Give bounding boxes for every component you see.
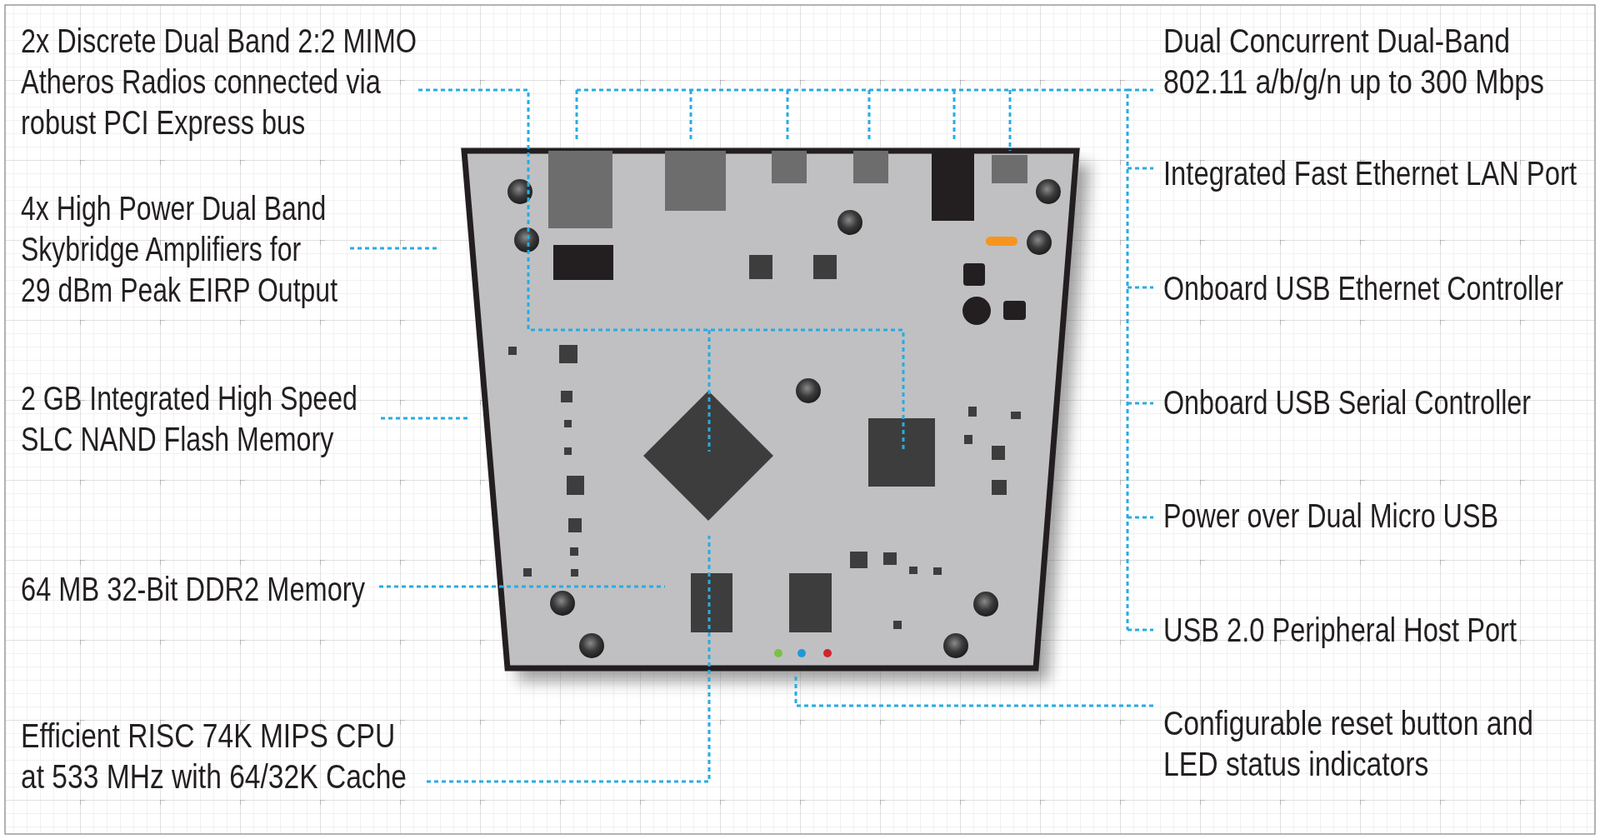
leader-line <box>576 90 1010 151</box>
antenna-connector <box>548 150 613 229</box>
label-line: Power over Dual Micro USB <box>1163 495 1499 537</box>
micro-usb-port <box>853 150 889 184</box>
memory-chip <box>690 573 733 633</box>
usb-host-port <box>931 150 975 221</box>
callout-label: Integrated Fast Ethernet LAN Port <box>1163 153 1577 195</box>
label-line: SLC NAND Flash Memory <box>20 419 334 460</box>
ethernet-port <box>665 150 726 211</box>
callout-label: 64 MB 32-Bit DDR2 Memory <box>20 569 365 610</box>
callout-label: 4x High Power Dual Band Skybridge Amplif… <box>20 188 338 311</box>
chip <box>963 263 985 286</box>
label-line: 2x Discrete Dual Band 2:2 MIMO <box>20 20 417 62</box>
label-line: 2 GB Integrated High Speed <box>20 378 358 420</box>
label-line: 29 dBm Peak EIRP Output <box>20 270 338 311</box>
leader-line <box>426 535 710 782</box>
callout-label: Efficient RISC 74K MIPS CPU at 533 MHz w… <box>20 715 407 798</box>
label-line: Skybridge Amplifiers for <box>20 229 301 270</box>
label-line: Onboard USB Ethernet Controller <box>1163 268 1564 310</box>
label-line: Onboard USB Serial Controller <box>1163 382 1531 424</box>
label-line: 64 MB 32-Bit DDR2 Memory <box>20 569 365 610</box>
cpu-chip <box>643 390 774 521</box>
label-line: LED status indicators <box>1163 744 1429 785</box>
callout-label: Configurable reset button and LED status… <box>1163 703 1534 785</box>
callout-label: 2 GB Integrated High Speed SLC NAND Flas… <box>20 378 358 460</box>
callout-label: Onboard USB Ethernet Controller <box>1163 268 1564 310</box>
callout-label: USB 2.0 Peripheral Host Port <box>1163 610 1517 651</box>
label-line: Dual Concurrent Dual-Band <box>1163 20 1510 62</box>
leader-line <box>576 90 1128 630</box>
callout-label: Power over Dual Micro USB <box>1163 495 1499 537</box>
callout-label: 2x Discrete Dual Band 2:2 MIMO Atheros R… <box>20 20 417 144</box>
label-line: 4x High Power Dual Band <box>20 188 326 230</box>
grid <box>5 5 1595 835</box>
leader-line <box>418 90 904 452</box>
label-line: Atheros Radios connected via <box>20 61 381 103</box>
micro-usb-port <box>771 150 807 184</box>
leader-line <box>708 330 711 452</box>
led-blue <box>797 649 806 658</box>
circuit-board <box>464 150 1077 669</box>
leader-line <box>379 585 665 589</box>
leader-lines <box>350 90 1154 782</box>
memory-chip <box>789 573 832 633</box>
leader-line <box>380 417 470 420</box>
reset-button <box>991 155 1028 184</box>
label-line: Configurable reset button and <box>1163 703 1534 745</box>
callout-label: Onboard USB Serial Controller <box>1163 382 1531 424</box>
label-line: 802.11 a/b/g/n up to 300 Mbps <box>1163 61 1545 103</box>
label-line: Efficient RISC 74K MIPS CPU <box>20 715 395 757</box>
label-line: robust PCI Express bus <box>20 102 305 144</box>
label-line: at 533 MHz with 64/32K Cache <box>20 756 407 798</box>
leader-line <box>350 247 437 250</box>
label-line: USB 2.0 Peripheral Host Port <box>1163 610 1517 651</box>
callout-label: Dual Concurrent Dual-Band 802.11 a/b/g/n… <box>1163 20 1545 103</box>
chip <box>553 245 614 280</box>
leader-line <box>1127 90 1154 630</box>
status-led <box>985 236 1018 246</box>
chip <box>1003 300 1026 320</box>
leader-line <box>795 673 1154 706</box>
amplifier-chip <box>749 255 773 280</box>
board-components <box>507 150 1061 659</box>
amplifier-chip <box>813 255 837 280</box>
radio-chip <box>868 418 935 487</box>
led-red <box>823 649 832 658</box>
label-line: Integrated Fast Ethernet LAN Port <box>1163 153 1577 195</box>
led-green <box>774 649 783 658</box>
capacitor <box>962 296 991 325</box>
